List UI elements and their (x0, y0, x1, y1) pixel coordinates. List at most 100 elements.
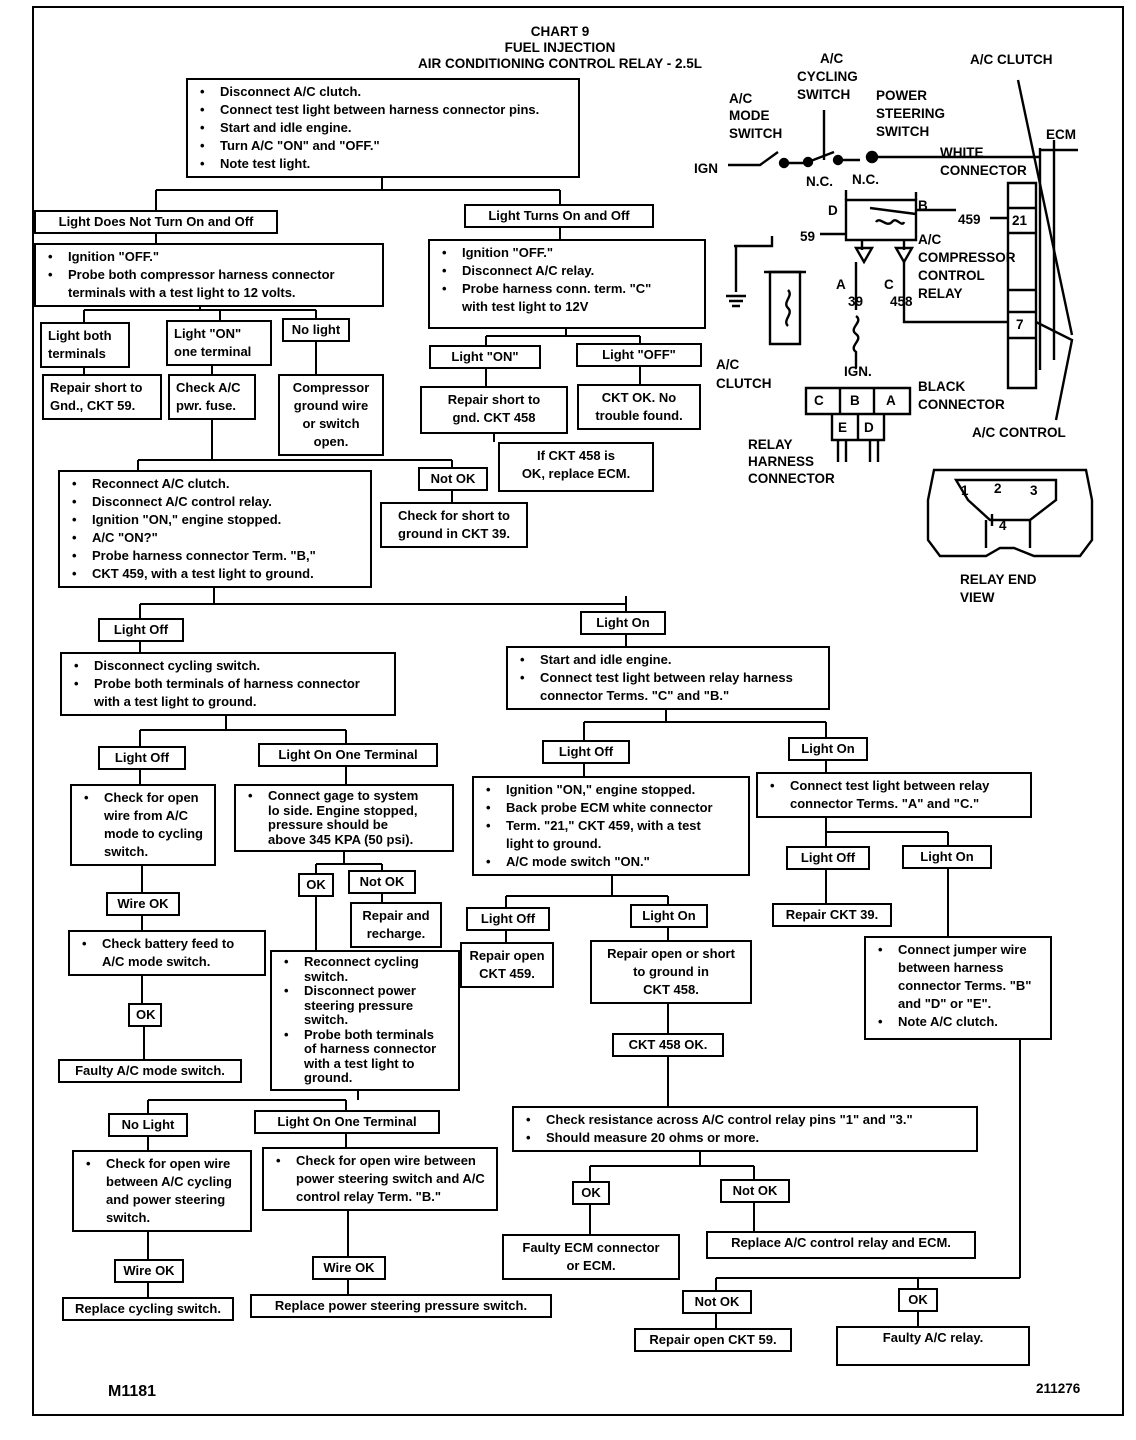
label-pin-a: A (836, 277, 846, 292)
node-text-line: switch. (106, 1209, 151, 1225)
chart-title-line-3: AIR CONDITIONING CONTROL RELAY - 2.5L (417, 56, 703, 72)
node-text-line: and "D" or "E". (898, 995, 992, 1011)
node-text-line: Light Does Not Turn On and Off (58, 214, 254, 229)
node-text-line: mode to cycling (104, 825, 203, 841)
label-clutch-b2: CLUTCH (716, 376, 772, 391)
node-text-line: CKT 458. (643, 981, 699, 997)
node-not-ok-3: Not OK (720, 1179, 790, 1203)
label-black-1: BLACK (918, 379, 966, 394)
node-text-line: Ignition "OFF." (436, 244, 698, 262)
node-light-on-one-terminal: Light "ON"one terminal (166, 320, 272, 366)
label-458: 458 (890, 294, 913, 309)
label-conn-b: B (850, 393, 860, 408)
label-nc-1: N.C. (806, 174, 833, 189)
node-text-line: Light On (642, 908, 696, 923)
node-text-line: steering pressure (304, 997, 414, 1013)
node-text-line: Back probe ECM white connector (480, 799, 742, 817)
label-rhc-2: HARNESS (748, 454, 815, 469)
node-text-line: Light "OFF" (602, 347, 676, 362)
node-text-line: pressure should be (268, 817, 388, 833)
page-frame (32, 6, 1124, 1416)
node-text-line: CKT 459. (479, 965, 535, 981)
node-light-off-6: Light Off (466, 907, 550, 931)
node-text-line: OK, replace ECM. (521, 465, 631, 481)
node-text-line: Disconnect cycling switch. (68, 657, 388, 675)
node-light-on-2: Light "ON" (429, 345, 541, 369)
label-ps-2: STEERING (876, 106, 946, 121)
node-text-line: connector Terms. "B" (898, 977, 1032, 993)
label-conn-e: E (838, 420, 848, 435)
label-white-2: CONNECTOR (940, 163, 1027, 178)
node-text-line: Disconnect power (278, 984, 452, 999)
label-relay-pin-4: 4 (999, 518, 1007, 533)
node-text-line: Light Turns On and Off (488, 208, 630, 223)
node-text-line: one terminal (174, 343, 252, 359)
node-check-resistance: Check resistance across A/C control rela… (512, 1106, 978, 1152)
node-check-battery-feed: Check battery feed toA/C mode switch. (68, 930, 266, 976)
node-text-line: pwr. fuse. (176, 397, 236, 413)
node-wire-ok-1: Wire OK (106, 892, 180, 916)
node-text-line: Light On (801, 741, 855, 756)
label-ps-3: SWITCH (876, 124, 930, 139)
label-cycling-3: SWITCH (797, 87, 851, 102)
node-light-on-one-terminal-4: Light On One Terminal (258, 743, 438, 767)
node-text-line: between harness (898, 959, 1004, 975)
node-light-off-7: Light Off (786, 846, 870, 870)
node-text-line: Not OK (430, 471, 476, 486)
label-nc-2: N.C. (852, 172, 879, 187)
node-text-line: or ECM. (566, 1257, 616, 1273)
node-text-line: switch. (104, 843, 149, 859)
node-text-line: to ground in (633, 963, 709, 979)
node-text-line: open. (313, 433, 349, 449)
node-text-line: Probe both compressor harness connector (42, 266, 376, 284)
node-text-line: connector Terms. "C" and "B." (540, 687, 730, 703)
node-replace-ps-switch: Replace power steering pressure switch. (250, 1294, 552, 1318)
node-text-line: Check for open (78, 789, 208, 807)
node-text-line: power steering switch and A/C (296, 1170, 485, 1186)
node-text-line: Light Off (114, 750, 170, 765)
label-end-view-1: RELAY END (960, 572, 1037, 587)
node-text-line: recharge. (366, 925, 426, 941)
node-light-on-7: Light On (902, 845, 992, 869)
node-text-line: Reconnect cycling (278, 954, 452, 970)
node-start-idle-connect: Start and idle engine.Connect test light… (506, 646, 830, 710)
node-disconnect-cycling: Disconnect cycling switch.Probe both ter… (60, 652, 396, 716)
node-text-line: Replace cycling switch. (75, 1301, 221, 1316)
node-text-line: connector Terms. "A" and "C." (790, 795, 980, 811)
node-text-line: Disconnect A/C clutch. (194, 83, 572, 101)
node-ok-1: OK (298, 873, 334, 897)
label-ign: IGN (694, 161, 719, 176)
node-text-line: Check for open wire between (270, 1152, 490, 1170)
node-text-line: wire from A/C (104, 807, 189, 823)
node-text-line: or switch (302, 415, 360, 431)
node-text-line: of harness connector (304, 1041, 437, 1057)
node-text-line: Light "ON" (451, 349, 519, 364)
node-text-line: Probe both terminals (278, 1027, 452, 1043)
node-no-light-8: No Light (108, 1113, 188, 1137)
label-relay-3: CONTROL (918, 268, 985, 283)
label-clutch-b1: A/C (716, 357, 740, 372)
node-text-line: terminals (48, 345, 106, 361)
node-text-line: trouble found. (595, 407, 683, 423)
label-pin-c: C (884, 277, 894, 292)
part-number: 211276 (1036, 1381, 1081, 1396)
node-faulty-relay: Faulty A/C relay. (836, 1326, 1030, 1366)
node-text-line: control relay Term. "B." (296, 1188, 442, 1204)
node-text-line: Faulty A/C mode switch. (75, 1063, 225, 1078)
label-conn-d: D (864, 420, 874, 435)
label-relay-pin-1: 1 (961, 483, 969, 498)
label-relay-1: A/C (918, 232, 942, 247)
chart-title-line-2: FUEL INJECTION (504, 40, 616, 56)
node-light-toggles: Light Turns On and Off (464, 204, 654, 228)
node-ign-off-disconnect-relay: Ignition "OFF."Disconnect A/C relay.Prob… (428, 239, 706, 329)
label-ps-1: POWER (876, 88, 928, 103)
node-ign-on-back-probe: Ignition "ON," engine stopped.Back probe… (472, 776, 750, 876)
label-black-2: CONNECTOR (918, 397, 1005, 412)
